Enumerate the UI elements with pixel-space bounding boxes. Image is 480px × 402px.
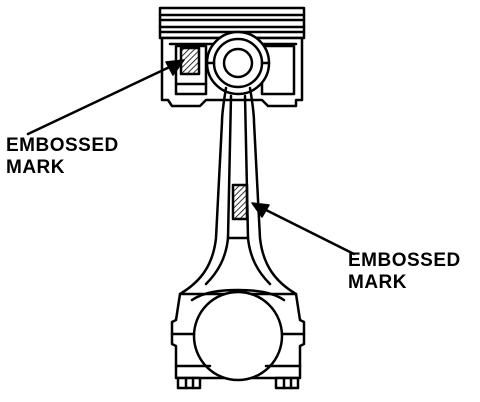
callout-label-rod: EMBOSSED MARK xyxy=(348,250,461,294)
callout-line: EMBOSSED xyxy=(348,250,461,271)
connecting-rod-shank xyxy=(178,86,298,296)
callout-label-piston: EMBOSSED MARK xyxy=(6,135,119,179)
piston-pin-boss xyxy=(205,30,271,96)
rod-embossed-mark xyxy=(231,183,249,221)
leader-line-piston xyxy=(26,59,185,136)
callout-line: MARK xyxy=(348,272,407,293)
leader-line-rod xyxy=(251,202,356,256)
cap-bolt-right xyxy=(274,376,300,390)
cap-bolt-left xyxy=(176,376,202,390)
callout-line: EMBOSSED xyxy=(6,135,119,156)
connecting-rod-big-end xyxy=(170,288,306,382)
callout-line: MARK xyxy=(6,157,65,178)
